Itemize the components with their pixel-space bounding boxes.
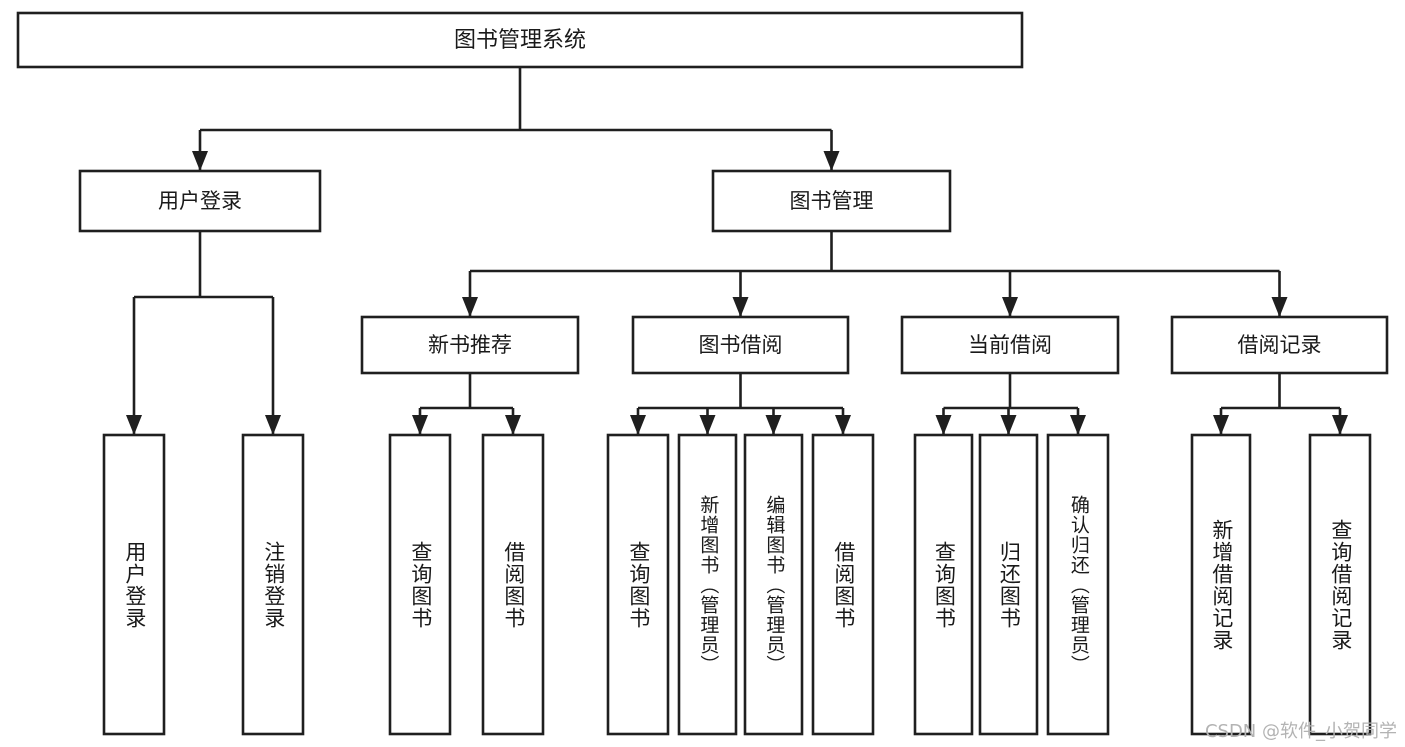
node-box-root[interactable] xyxy=(16,11,1024,69)
node-label-l3_2: 当前借阅 xyxy=(968,333,1052,357)
node-box-l3_0[interactable] xyxy=(360,315,580,375)
node-box-leaf_12[interactable] xyxy=(1308,433,1372,736)
node-label-l3_3: 借阅记录 xyxy=(1238,333,1322,357)
arrow-head-l3_1-0 xyxy=(630,415,646,435)
node-box-leaf_5[interactable] xyxy=(677,433,738,736)
arrow-head-l2_1-0 xyxy=(462,297,478,317)
arrow-head-root-0 xyxy=(192,151,208,171)
arrow-head-l2_0-1 xyxy=(265,415,281,435)
arrow-head-l3_1-3 xyxy=(835,415,851,435)
node-box-leaf_2[interactable] xyxy=(388,433,452,736)
arrow-head-l3_3-1 xyxy=(1332,415,1348,435)
arrow-head-l3_0-1 xyxy=(505,415,521,435)
node-box-l3_1[interactable] xyxy=(631,315,850,375)
watermark-text: CSDN @软件_小贺同学 xyxy=(1204,721,1397,742)
arrow-head-l3_2-2 xyxy=(1070,415,1086,435)
node-label-l3_1: 图书借阅 xyxy=(699,333,783,357)
arrow-head-l3_0-0 xyxy=(412,415,428,435)
arrow-head-root-1 xyxy=(823,151,840,171)
node-label-l3_0: 新书推荐 xyxy=(428,333,512,357)
edges-layer xyxy=(126,67,1348,435)
arrow-head-l3_3-0 xyxy=(1213,415,1229,435)
arrow-head-l3_2-0 xyxy=(935,415,952,435)
node-box-leaf_1[interactable] xyxy=(241,433,305,736)
arrow-head-l3_1-2 xyxy=(765,415,782,435)
arrow-head-l2_1-2 xyxy=(1002,297,1018,317)
node-box-l3_3[interactable] xyxy=(1170,315,1389,375)
node-label-l2_1: 图书管理 xyxy=(790,189,874,213)
node-box-leaf_11[interactable] xyxy=(1190,433,1252,736)
arrow-head-l3_2-1 xyxy=(1000,415,1017,435)
arrow-head-l3_1-1 xyxy=(699,415,716,435)
node-box-leaf_7[interactable] xyxy=(811,433,875,736)
node-box-l2_1[interactable] xyxy=(711,169,952,233)
node-box-leaf_6[interactable] xyxy=(743,433,804,736)
node-box-leaf_10[interactable] xyxy=(1046,433,1110,736)
node-box-leaf_0[interactable] xyxy=(102,433,166,736)
node-box-leaf_9[interactable] xyxy=(978,433,1039,736)
node-box-l2_0[interactable] xyxy=(78,169,322,233)
node-box-leaf_4[interactable] xyxy=(606,433,670,736)
arrow-head-l2_1-3 xyxy=(1271,297,1288,317)
node-box-leaf_8[interactable] xyxy=(913,433,974,736)
node-label-root: 图书管理系统 xyxy=(454,28,586,53)
arrow-head-l2_0-0 xyxy=(126,415,142,435)
node-box-leaf_3[interactable] xyxy=(481,433,545,736)
arrow-head-l2_1-1 xyxy=(732,297,749,317)
node-box-l3_2[interactable] xyxy=(900,315,1120,375)
node-label-l2_0: 用户登录 xyxy=(158,189,242,213)
